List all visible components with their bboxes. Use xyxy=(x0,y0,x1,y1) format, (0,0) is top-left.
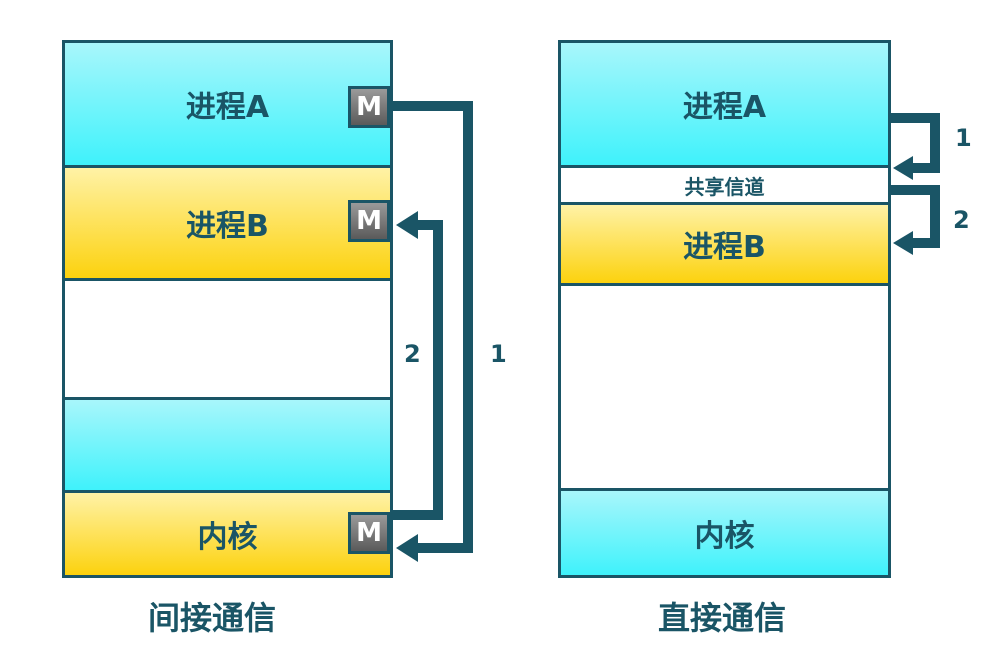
indirect-caption: 间接通信 xyxy=(147,599,276,637)
direct-empty xyxy=(558,283,891,491)
label: 内核 xyxy=(197,520,258,555)
indirect-label-1: 1 xyxy=(490,340,507,368)
label: 进程B xyxy=(186,209,269,244)
direct-arrow-2 xyxy=(891,185,940,248)
arrowhead xyxy=(396,211,418,239)
indirect-arrow-1 xyxy=(393,101,473,553)
label: 内核 xyxy=(694,519,755,554)
direct-arrow-1 xyxy=(891,113,940,173)
label: 共享信道 xyxy=(684,174,765,199)
mailbox-a: M xyxy=(348,86,390,128)
label: 进程B xyxy=(683,230,766,265)
label: 进程A xyxy=(185,90,270,125)
arrowhead xyxy=(396,534,418,562)
indirect-process-a: 进程A xyxy=(62,40,393,168)
label: 进程A xyxy=(682,90,767,125)
arrowhead xyxy=(893,231,913,255)
indirect-arrow-2 xyxy=(393,220,443,520)
indirect-empty xyxy=(62,278,393,400)
direct-kernel: 内核 xyxy=(558,488,891,578)
arrowhead xyxy=(893,156,913,180)
indirect-kernel: 内核 xyxy=(62,490,393,578)
direct-caption: 直接通信 xyxy=(657,599,786,637)
mailbox-kernel: M xyxy=(348,512,390,554)
mailbox-b: M xyxy=(348,200,390,242)
direct-label-2: 2 xyxy=(953,206,970,234)
indirect-label-2: 2 xyxy=(404,340,421,368)
direct-label-1: 1 xyxy=(955,124,972,152)
